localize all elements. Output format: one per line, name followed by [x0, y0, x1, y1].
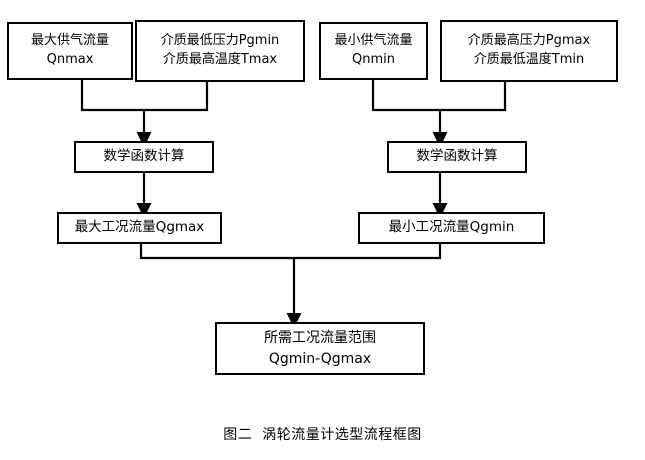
node-math-calculation-left: 数学函数计算 [74, 141, 214, 173]
edge-right-merge-bar [371, 80, 507, 112]
node-line: 最小供气流量 [334, 33, 413, 49]
figure-caption: 图二 涡轮流量计选型流程框图 [223, 427, 422, 443]
edge-left-merge-bar [80, 80, 209, 112]
node-line: Qnmin [352, 52, 395, 67]
node-line: 介质最低压力Pgmin [160, 33, 280, 49]
node-math-calculation-right: 数学函数计算 [387, 141, 527, 173]
node-line: 介质最低温度Tmin [473, 52, 585, 67]
node-line: 所需工况流量范围 [264, 330, 376, 347]
node-line: 介质最高压力Pgmax [467, 33, 591, 49]
node-min-pressure-max-temp: 介质最低压力Pgmin 介质最高温度Tmax [135, 20, 305, 82]
node-required-flow-range: 所需工况流量范围 Qgmin-Qgmax [215, 322, 425, 375]
node-min-supply-flow: 最小供气流量 Qnmin [319, 22, 428, 80]
node-line: Qgmin-Qgmax [268, 350, 372, 367]
node-line: 数学函数计算 [103, 148, 185, 165]
node-max-supply-flow: 最大供气流量 Qnmax [7, 22, 133, 80]
node-line: 最大供气流量 [30, 33, 109, 49]
edge-bottom-merge-bar [139, 244, 442, 260]
node-max-pressure-min-temp: 介质最高压力Pgmax 介质最低温度Tmin [440, 20, 618, 82]
node-line: 数学函数计算 [416, 148, 498, 165]
node-line: Qnmax [46, 52, 94, 67]
node-line: 最小工况流量Qgmin [388, 219, 515, 236]
node-min-working-flow-qgmin: 最小工况流量Qgmin [358, 212, 545, 244]
node-max-working-flow-qgmax: 最大工况流量Qgmax [57, 212, 222, 244]
node-line: 最大工况流量Qgmax [74, 219, 205, 236]
node-line: 介质最高温度Tmax [162, 52, 278, 67]
